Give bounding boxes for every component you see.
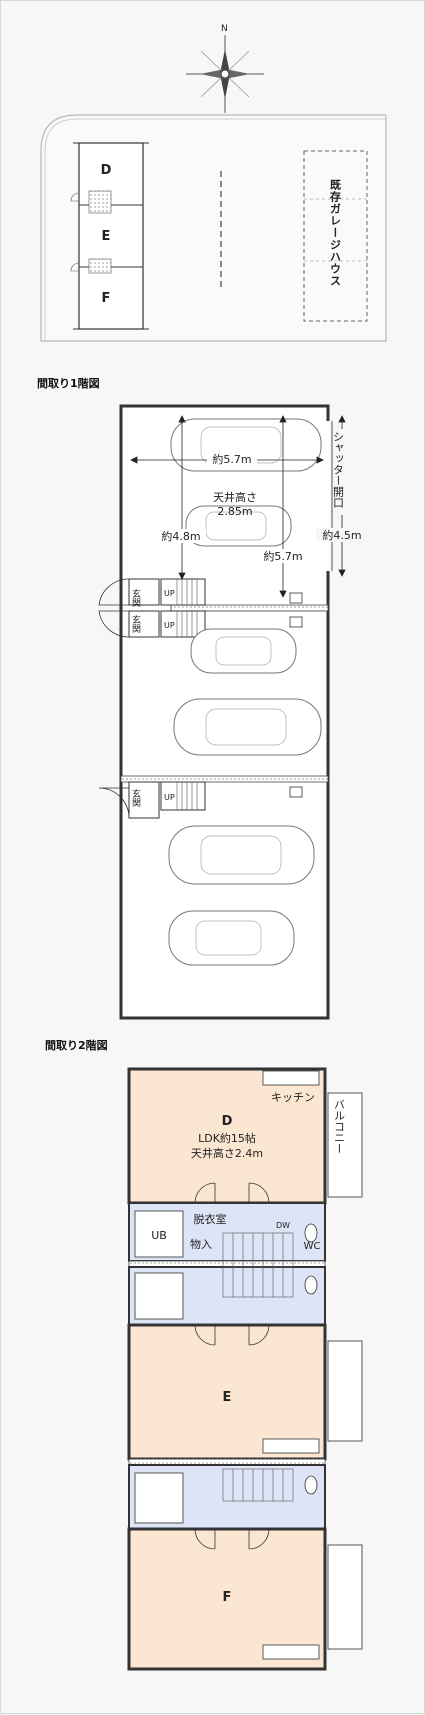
sink-e (289, 616, 303, 628)
existing-garage (303, 150, 368, 322)
floor1-depth-right: 約5.7m (263, 549, 302, 563)
balcony-e (327, 1340, 363, 1442)
stair-e-up: UP (164, 621, 175, 630)
kitchen-counter-e (262, 1438, 320, 1454)
unit-e-ldk (127, 1323, 327, 1461)
entrance-d: 玄関 (98, 578, 160, 608)
floor1-width: 約5.7m (212, 452, 251, 466)
balcony-d (327, 1092, 363, 1198)
floor1-plan: 玄関 玄関 玄関 UP UP (98, 404, 366, 1020)
bath-e (134, 1272, 184, 1320)
entrance-f: 玄関 (98, 781, 160, 819)
car-3 (190, 628, 297, 674)
floor2-title: 間取り2階図 (45, 1038, 108, 1052)
car-4 (173, 698, 322, 756)
stair-e: UP (160, 610, 206, 638)
site-unit-d: D (101, 163, 112, 178)
car-5 (168, 825, 315, 885)
site-unit-f: F (102, 291, 111, 306)
sink-d (289, 592, 303, 604)
unit-d-label: D (222, 1114, 233, 1129)
wc-label: WC (304, 1241, 321, 1252)
dressing-label: 脱衣室 (194, 1212, 227, 1226)
ldk-label: LDK約15帖 (198, 1131, 256, 1145)
sink-f (289, 786, 303, 798)
balcony-label: バルコニー (333, 1099, 346, 1154)
unit-f-label: F (223, 1590, 232, 1605)
existing-garage-label: 既存ガレージハウス (329, 179, 342, 287)
floor1-ceiling-value: 2.85m (217, 505, 252, 518)
balcony-f (327, 1544, 363, 1650)
bath-label: UB (151, 1229, 167, 1242)
compass-north-label: N (221, 24, 228, 34)
storage-label: 物入 (190, 1237, 212, 1251)
stair-d-up: UP (164, 589, 175, 598)
stair-f-up: UP (164, 793, 175, 802)
stair-d: UP (160, 578, 206, 606)
bath-d (134, 1210, 184, 1258)
floor1-title: 間取り1階図 (37, 376, 100, 390)
parked-cars (168, 418, 322, 966)
toilet-f (304, 1475, 318, 1495)
kitchen-label: キッチン (271, 1091, 315, 1104)
toilet-d (304, 1223, 318, 1243)
kitchen-counter-f (262, 1644, 320, 1660)
shutter-label: シャッター開口 (332, 431, 345, 508)
site-unit-e: E (102, 229, 111, 244)
dw-label: DW (276, 1221, 290, 1230)
entrance-e-label: 玄関 (130, 614, 141, 634)
entrance-d-label: 玄関 (130, 588, 141, 608)
entrance-e: 玄関 (98, 610, 160, 638)
stair-f: UP (160, 781, 206, 811)
bath-f (134, 1472, 184, 1524)
floor1-depth-left: 約4.8m (161, 529, 200, 543)
car-6 (168, 910, 295, 966)
floor2-plan: UB (127, 1067, 363, 1671)
floor1-ceiling-label: 天井高さ (213, 490, 257, 504)
entrance-f-label: 玄関 (130, 788, 141, 808)
toilet-e (304, 1275, 318, 1295)
kitchen-counter-d (262, 1070, 320, 1086)
compass-rose: N (186, 24, 264, 113)
floor2-ceiling: 天井高さ2.4m (191, 1146, 263, 1160)
shutter-value: 約4.5m (322, 528, 361, 542)
unit-e-label: E (223, 1390, 232, 1405)
site-plan: D E F 既存ガレージハウス (40, 114, 387, 342)
